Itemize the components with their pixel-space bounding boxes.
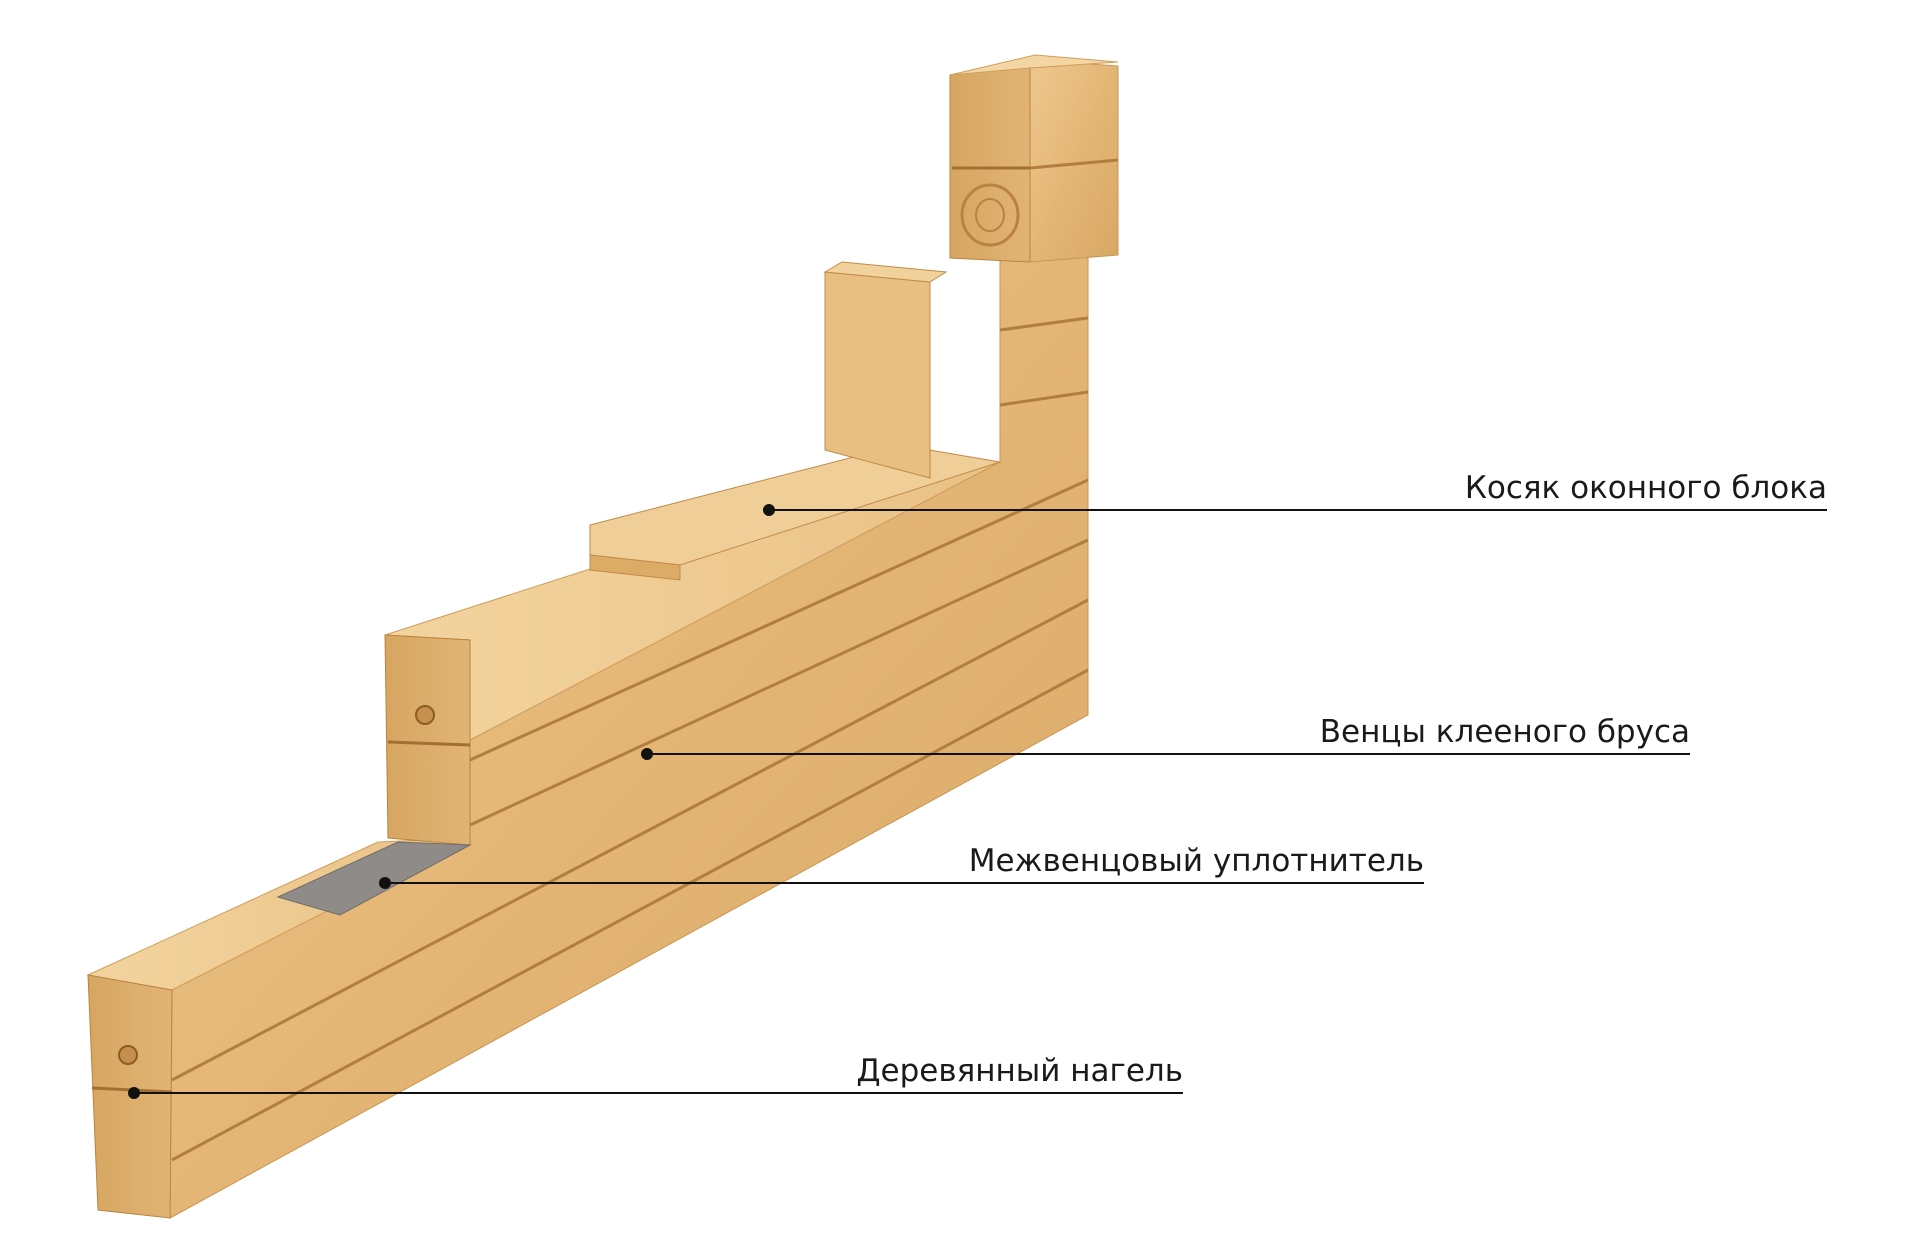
wooden-dowel-middle [415,705,435,725]
callout-label-wooden-dowel: Деревянный нагель [856,1053,1183,1089]
wall-body [86,54,1119,1219]
callout-window-jamb: Косяк оконного блока [763,470,1827,516]
course-grooves [171,158,1119,1162]
callout-wooden-dowel: Деревянный нагель [128,1053,1183,1099]
callout-label-glulam-crowns: Венцы клееного бруса [1320,714,1690,750]
window-jamb-post [824,271,931,479]
upper-column-top [949,54,1119,76]
callout-label-crown-sealant: Межвенцовый уплотнитель [969,843,1424,879]
end-grain-rings [960,183,1020,247]
middle-end-face [384,634,471,846]
crown-sealant-strip [276,841,472,916]
window-jamb-sill [589,444,1001,566]
callout-crown-sealant: Межвенцовый уплотнитель [379,843,1424,889]
wooden-dowel-lower [118,1045,138,1065]
callout-glulam-crowns: Венцы клееного бруса [641,714,1690,760]
callout-label-window-jamb: Косяк оконного блока [1465,470,1827,506]
window-jamb-sill-front [589,554,681,581]
end-grain-rings-inner [975,198,1005,232]
window-jamb-post-side [823,261,948,283]
